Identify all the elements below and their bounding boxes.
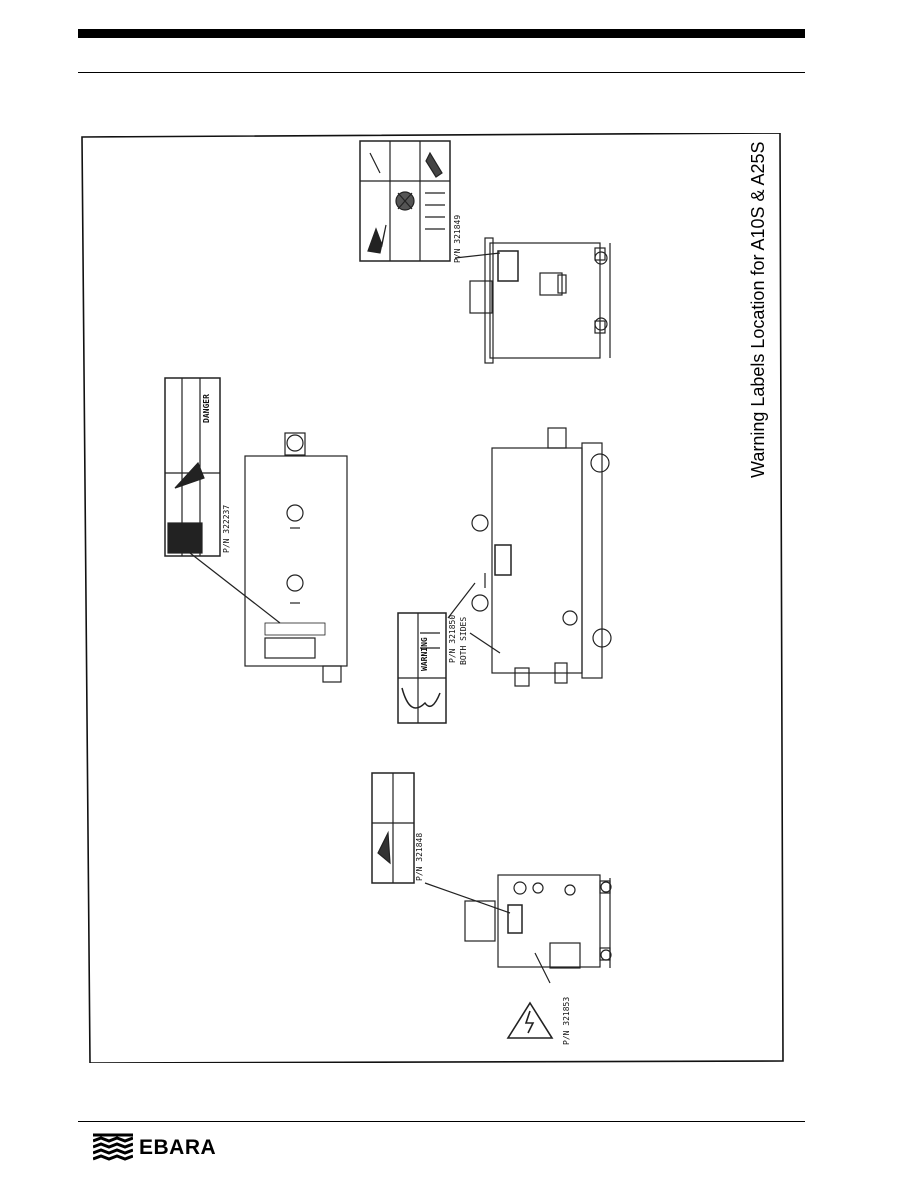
pn-321849-label: P/N 321849 — [453, 214, 462, 263]
header-thick-rule — [78, 29, 805, 38]
figure-title: Warning Labels Location for A10S & A25S — [748, 141, 768, 478]
warning-labels-figure: Warning Labels Location for A10S & A25S … — [80, 133, 784, 1063]
footer-rule — [78, 1121, 805, 1122]
label-322237 — [164, 377, 281, 624]
ebara-logo: EBARA — [93, 1133, 216, 1163]
label-321850 — [397, 582, 476, 724]
pn-321848-label: P/N 321848 — [415, 832, 424, 881]
unit-bottom — [464, 874, 612, 969]
label-321849 — [359, 140, 451, 262]
danger-label-text: DANGER — [202, 394, 211, 423]
label-321848 — [371, 772, 511, 914]
figure-drawing — [81, 133, 784, 1063]
warning-label-text: WARNING — [420, 637, 429, 671]
brand-name: EBARA — [139, 1136, 217, 1159]
pn-321853-label: P/N 321853 — [562, 996, 571, 1045]
pn-321850-label: P/N 321850 — [448, 614, 457, 663]
unit-top-right — [454, 237, 611, 364]
unit-middle-left — [244, 432, 348, 683]
ebara-logo-icon — [93, 1133, 133, 1161]
unit-center — [469, 427, 612, 687]
header-thin-rule — [78, 72, 805, 73]
both-sides-label: BOTH SIDES — [459, 616, 468, 665]
pn-322237-label: P/N 322237 — [222, 504, 231, 553]
label-321853 — [506, 952, 554, 1039]
figure-frame — [81, 133, 784, 1063]
